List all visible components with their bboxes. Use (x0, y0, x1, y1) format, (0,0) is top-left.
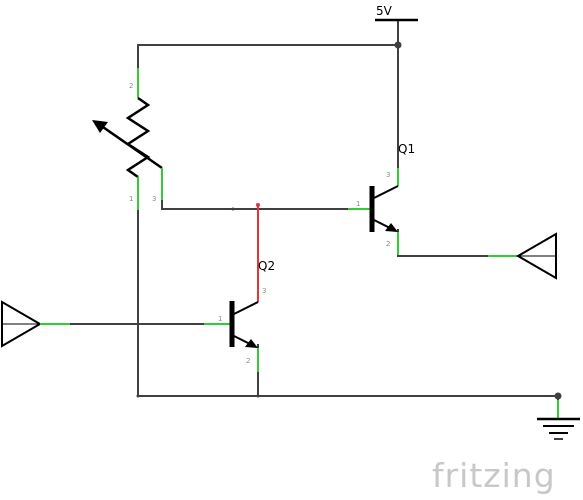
transistor-q1[interactable]: Q1 1 2 3 (348, 142, 415, 255)
power-label: 5V (376, 4, 393, 18)
q1-label: Q1 (398, 142, 415, 156)
junctions (136, 41, 562, 400)
q1-base-pin-number: 1 (356, 200, 360, 208)
fritzing-logo: fritzing (432, 456, 556, 495)
q2-emitter-pin-number: 2 (246, 357, 250, 365)
junction-ground[interactable] (554, 392, 562, 400)
junction-pot-ground[interactable] (136, 394, 140, 398)
q2-collector-pin-number: 3 (262, 287, 266, 295)
junction-5v[interactable] (394, 41, 402, 49)
q2-base-pin-number: 1 (218, 315, 222, 323)
junction-q2-ground[interactable] (256, 394, 260, 398)
q2-label: Q2 (258, 259, 275, 273)
transistor-q2[interactable]: Q2 1 2 3 (204, 203, 275, 372)
potentiometer[interactable]: 2 1 3 (92, 68, 163, 210)
power-5v[interactable]: 5V (375, 4, 418, 22)
pot-wiper-arrow (99, 123, 163, 170)
pot-pin-top-number: 2 (129, 82, 133, 90)
pot-pin-wiper-number: 3 (152, 195, 156, 203)
pot-arrow-head (92, 120, 108, 133)
q1-emitter-arrow (385, 223, 398, 232)
wires (39, 19, 559, 419)
q2-emitter-arrow (245, 339, 258, 348)
output-port[interactable] (488, 232, 557, 280)
q1-emitter-pin-number: 2 (386, 240, 390, 248)
pot-pin-bottom-number: 1 (129, 195, 133, 203)
junction-base-line[interactable] (231, 207, 235, 211)
q1-collector-lead (373, 185, 399, 199)
pot-resistor-zigzag (125, 96, 151, 179)
input-port[interactable] (1, 300, 70, 348)
q2-collector-unconnected-end (256, 203, 260, 207)
ground-symbol[interactable] (537, 400, 580, 440)
q2-collector-lead (233, 301, 259, 315)
q1-collector-pin-number: 3 (386, 171, 390, 179)
